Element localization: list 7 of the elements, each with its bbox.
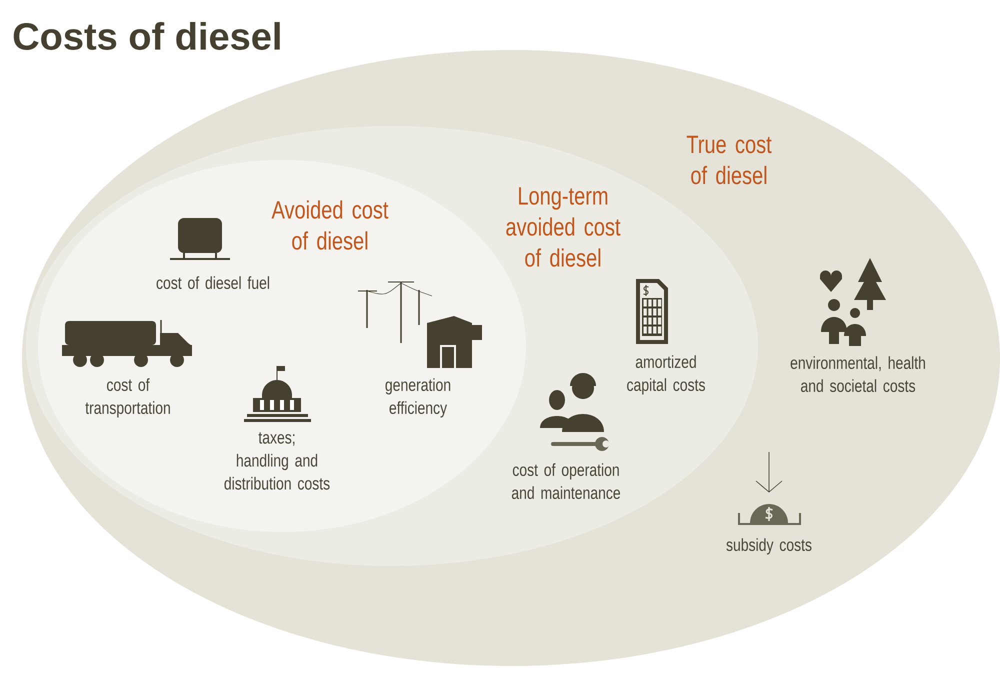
- caption: environmental, health and societal costs: [790, 356, 925, 392]
- caption: cost of diesel fuel: [156, 276, 270, 290]
- caption: amortized capital costs: [627, 355, 705, 395]
- title: Costs of diesel: [14, 22, 280, 50]
- caption: cost of transportation: [85, 378, 170, 418]
- caption: taxes; handling and distribution costs: [224, 432, 330, 490]
- caption: generation efficiency: [386, 378, 450, 418]
